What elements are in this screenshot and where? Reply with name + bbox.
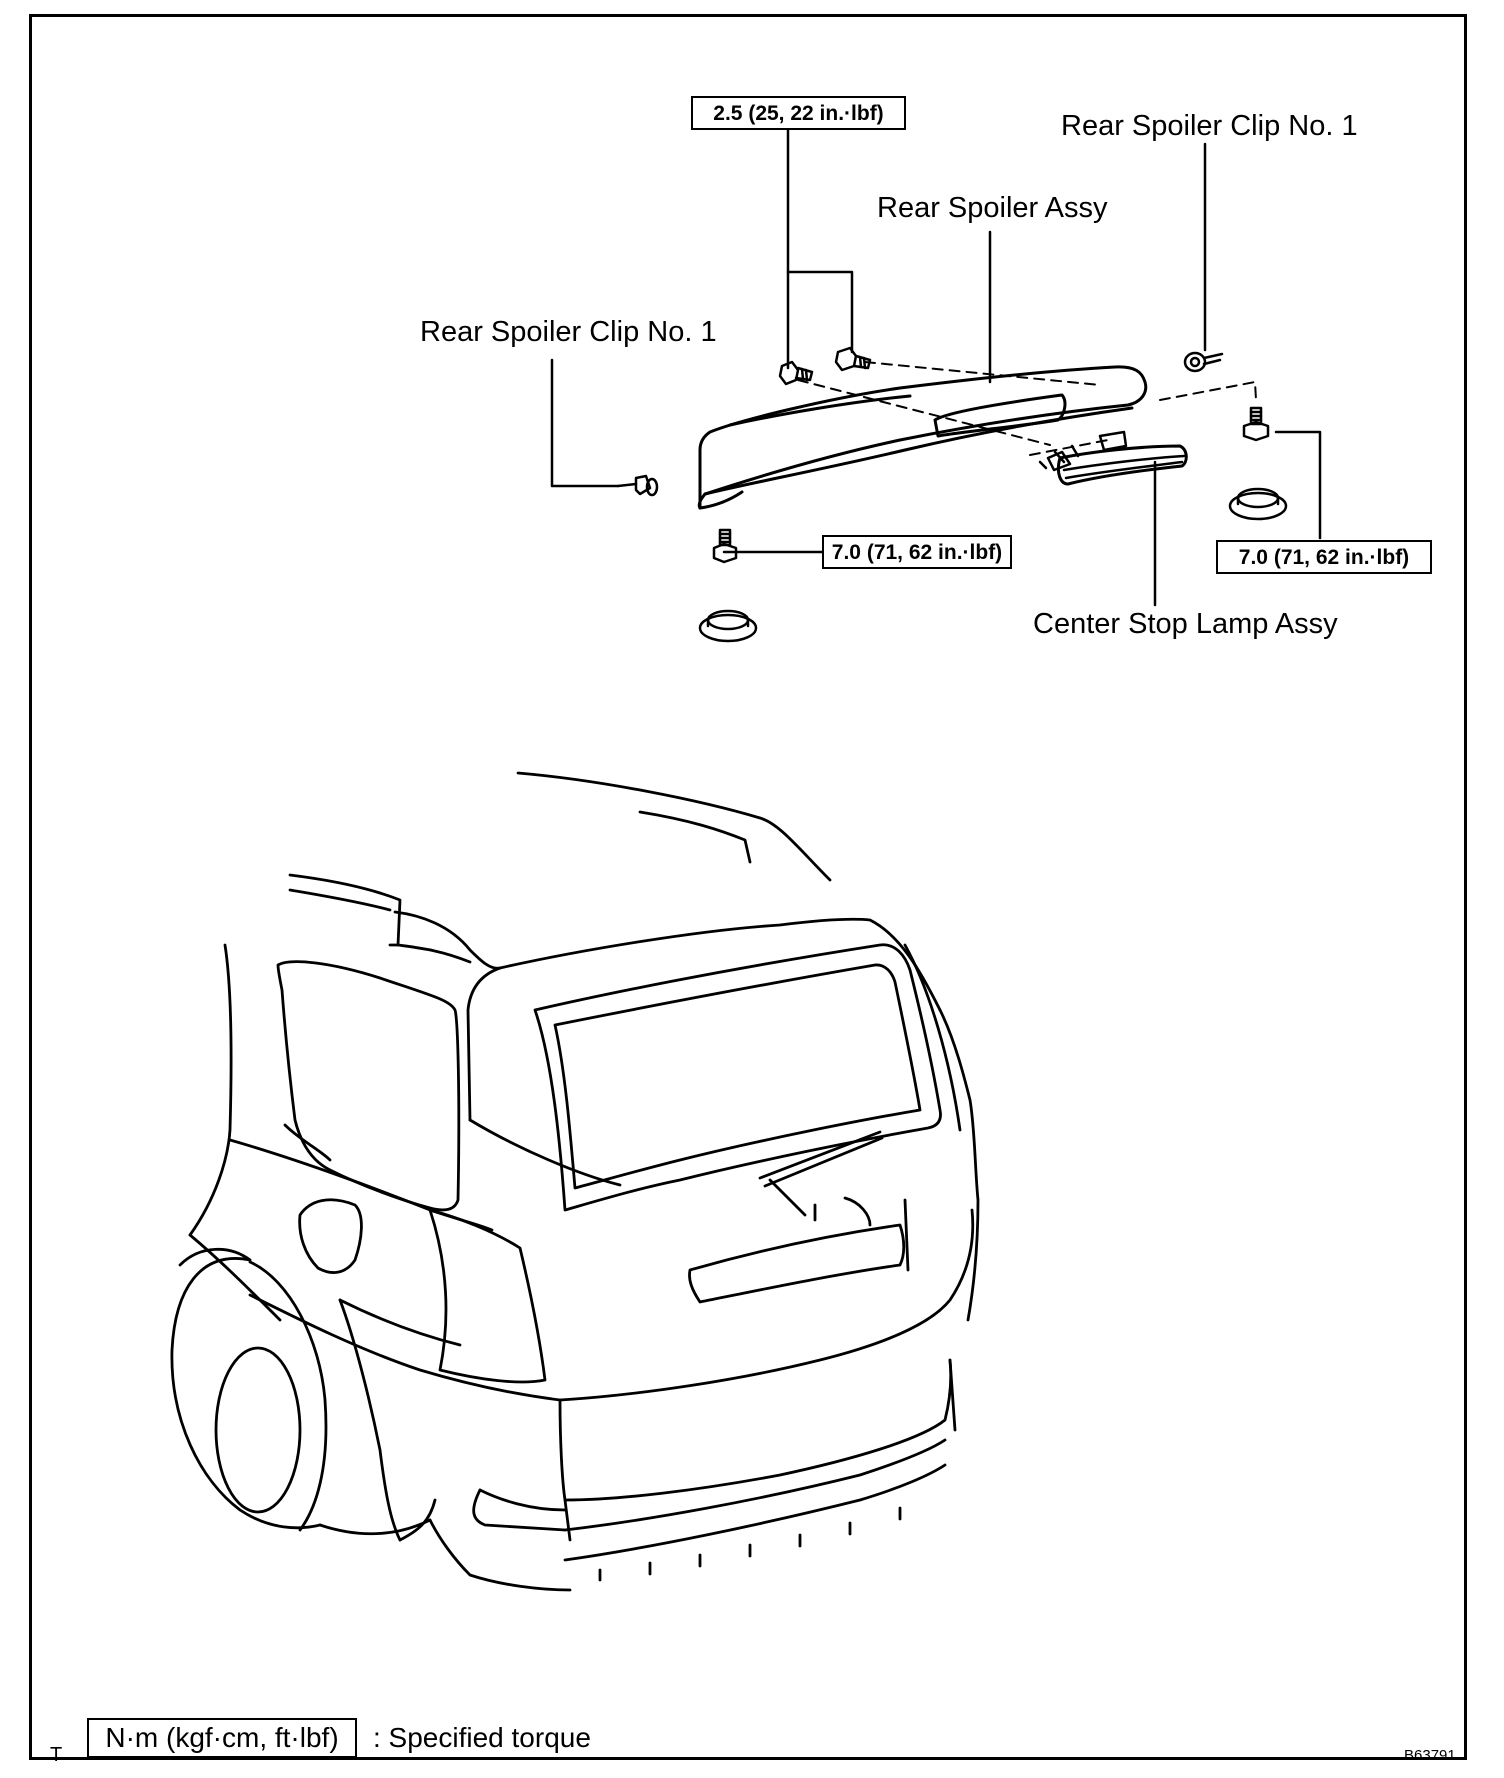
label-center-stop-lamp-assy: Center Stop Lamp Assy bbox=[1033, 608, 1338, 640]
legend-unit-box: N·m (kgf·cm, ft·lbf) bbox=[87, 1718, 357, 1758]
bolt-top-right bbox=[834, 346, 872, 372]
center-stop-lamp-assy bbox=[1038, 430, 1188, 486]
rear-spoiler-clip-right bbox=[1183, 351, 1224, 373]
torque-spec-left-bolt: 7.0 (71, 62 in.·lbf) bbox=[822, 535, 1012, 569]
leader-lines bbox=[550, 126, 1322, 607]
rear-spoiler-clip-left bbox=[616, 474, 659, 497]
label-rear-spoiler-clip-right: Rear Spoiler Clip No. 1 bbox=[1061, 110, 1358, 142]
label-rear-spoiler-assy: Rear Spoiler Assy bbox=[877, 192, 1108, 224]
diagram-frame bbox=[29, 14, 1467, 1760]
legend-description: : Specified torque bbox=[373, 1722, 591, 1753]
bolt-right bbox=[1242, 406, 1270, 442]
grommet-right bbox=[1228, 487, 1288, 521]
bolt-top-left bbox=[778, 360, 814, 386]
label-rear-spoiler-clip-left: Rear Spoiler Clip No. 1 bbox=[420, 316, 717, 348]
torque-spec-top-bolts: 2.5 (25, 22 in.·lbf) bbox=[691, 96, 906, 130]
figure-code: B63791 bbox=[1404, 1747, 1456, 1764]
torque-spec-right-bolt: 7.0 (71, 62 in.·lbf) bbox=[1216, 540, 1432, 574]
bolt-lower-left bbox=[712, 528, 738, 564]
alignment-dashes bbox=[797, 361, 1257, 456]
rear-spoiler-assy bbox=[697, 365, 1148, 510]
grommet-left bbox=[698, 609, 758, 643]
vehicle-rear-view bbox=[170, 771, 980, 1592]
corner-marker: T bbox=[50, 1744, 63, 1766]
